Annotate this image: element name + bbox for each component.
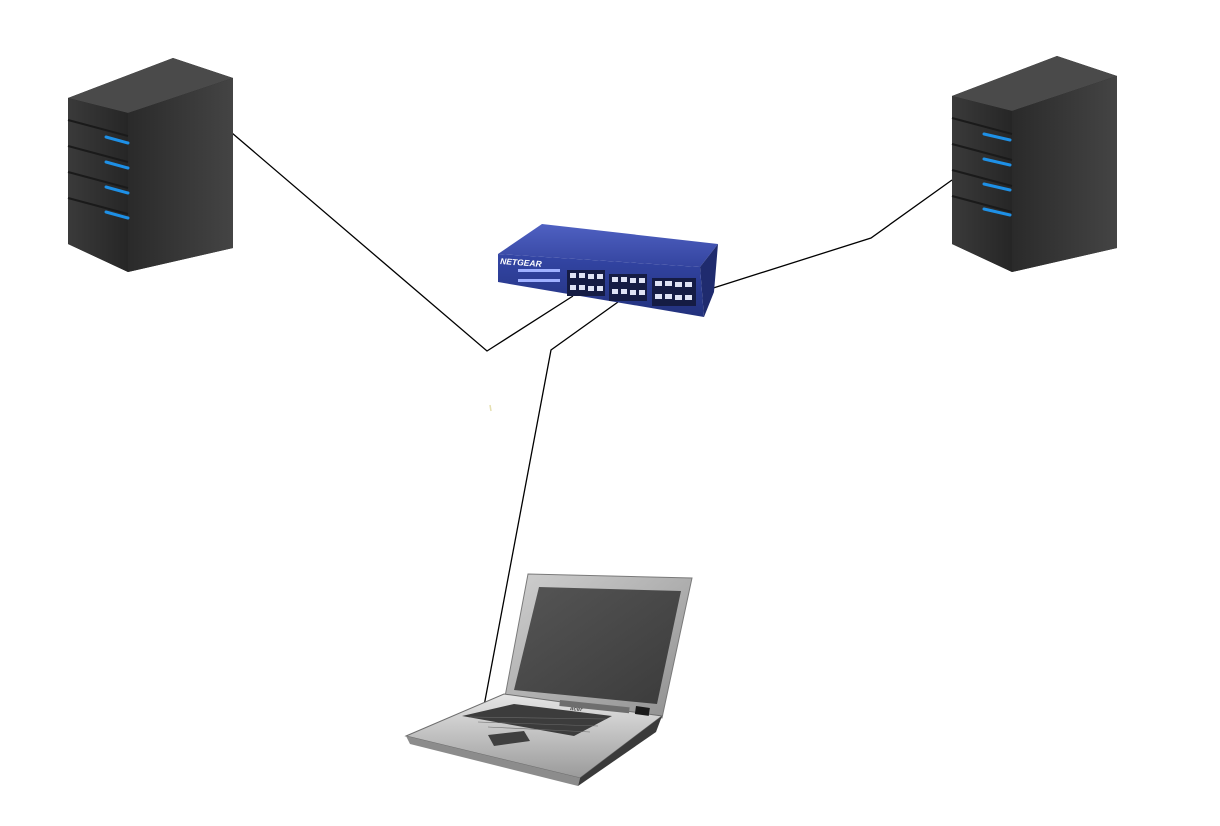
- server-left-icon: [67, 58, 233, 272]
- network-switch-icon: NETGEAR: [498, 224, 718, 317]
- cables: [231, 132, 953, 707]
- switch-port-block-2: [609, 274, 647, 301]
- laptop-keyboard: [462, 704, 612, 736]
- cable-right-server-to-switch: [706, 179, 953, 291]
- stray-mark: [489, 404, 492, 412]
- cable-left-server-to-switch: [231, 132, 574, 352]
- laptop-screen: [514, 587, 681, 704]
- laptop-touchpad: [488, 731, 530, 746]
- server-led-icon: [982, 132, 1012, 217]
- cable-laptop-to-switch: [483, 301, 619, 707]
- server-led-icon: [104, 135, 130, 220]
- switch-port-block-1: [567, 270, 605, 296]
- laptop-brand-label: acer: [570, 706, 584, 713]
- switch-status-leds: [518, 269, 560, 282]
- server-right-icon: [951, 56, 1117, 272]
- switch-brand-label: NETGEAR: [500, 256, 543, 269]
- switch-port-block-3: [652, 278, 696, 306]
- laptop-icon: acer: [404, 573, 693, 786]
